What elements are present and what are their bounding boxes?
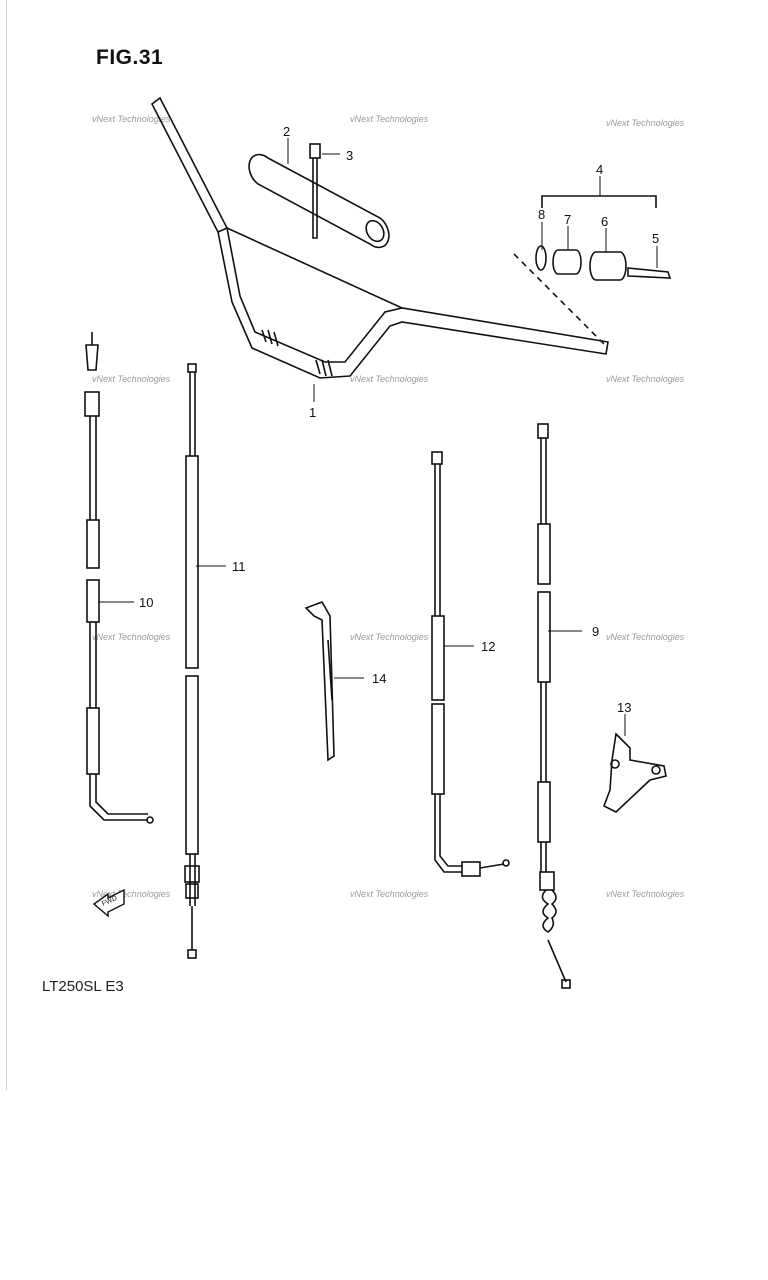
page-left-rule — [6, 0, 7, 1090]
callout-6: 6 — [601, 214, 608, 229]
watermark: vNext Technologies — [92, 114, 171, 124]
callout-13: 13 — [617, 700, 631, 715]
balancer-weight — [589, 251, 627, 281]
callout-5: 5 — [652, 231, 659, 246]
watermark: vNext Technologies — [606, 374, 685, 384]
fwd-arrow: FWD — [92, 888, 125, 918]
watermarks: vNext Technologies vNext Technologies vN… — [92, 114, 685, 899]
model-label: LT250SL E3 — [42, 978, 124, 995]
figure-title: FIG.31 — [96, 46, 164, 69]
callout-11: 11 — [232, 559, 246, 574]
callout-2: 2 — [283, 124, 290, 139]
watermark: vNext Technologies — [92, 374, 171, 384]
callout-8: 8 — [538, 207, 545, 222]
cable-11 — [184, 363, 200, 959]
callout-10: 10 — [139, 595, 153, 610]
watermark: vNext Technologies — [606, 118, 685, 128]
balancer-weight — [552, 249, 582, 275]
cable-12 — [431, 451, 510, 877]
cable-9 — [537, 423, 571, 989]
callout-4: 4 — [596, 162, 603, 177]
callouts: 1 2 3 4 5 6 7 8 9 10 11 12 13 14 — [139, 124, 659, 715]
handlebar — [150, 96, 609, 379]
watermark: vNext Technologies — [92, 632, 171, 642]
cable-tie — [309, 143, 321, 239]
watermark: vNext Technologies — [606, 889, 685, 899]
tool-14 — [304, 601, 335, 762]
watermark: vNext Technologies — [350, 374, 429, 384]
callout-1: 1 — [309, 405, 316, 420]
screw — [627, 267, 672, 279]
watermark: vNext Technologies — [350, 632, 429, 642]
callout-12: 12 — [481, 639, 495, 654]
callout-3: 3 — [346, 148, 353, 163]
watermark: vNext Technologies — [350, 114, 429, 124]
callout-7: 7 — [564, 212, 571, 227]
callout-9: 9 — [592, 624, 599, 639]
leader-lines — [98, 138, 658, 736]
watermark: vNext Technologies — [350, 889, 429, 899]
watermark: vNext Technologies — [606, 632, 685, 642]
washer — [535, 245, 547, 271]
callout-14: 14 — [372, 671, 386, 686]
handlebar-pad — [248, 153, 390, 249]
watermark: vNext Technologies — [92, 889, 171, 899]
balancer-set — [513, 195, 672, 347]
cable-10 — [84, 332, 154, 824]
bracket-13 — [602, 732, 667, 813]
